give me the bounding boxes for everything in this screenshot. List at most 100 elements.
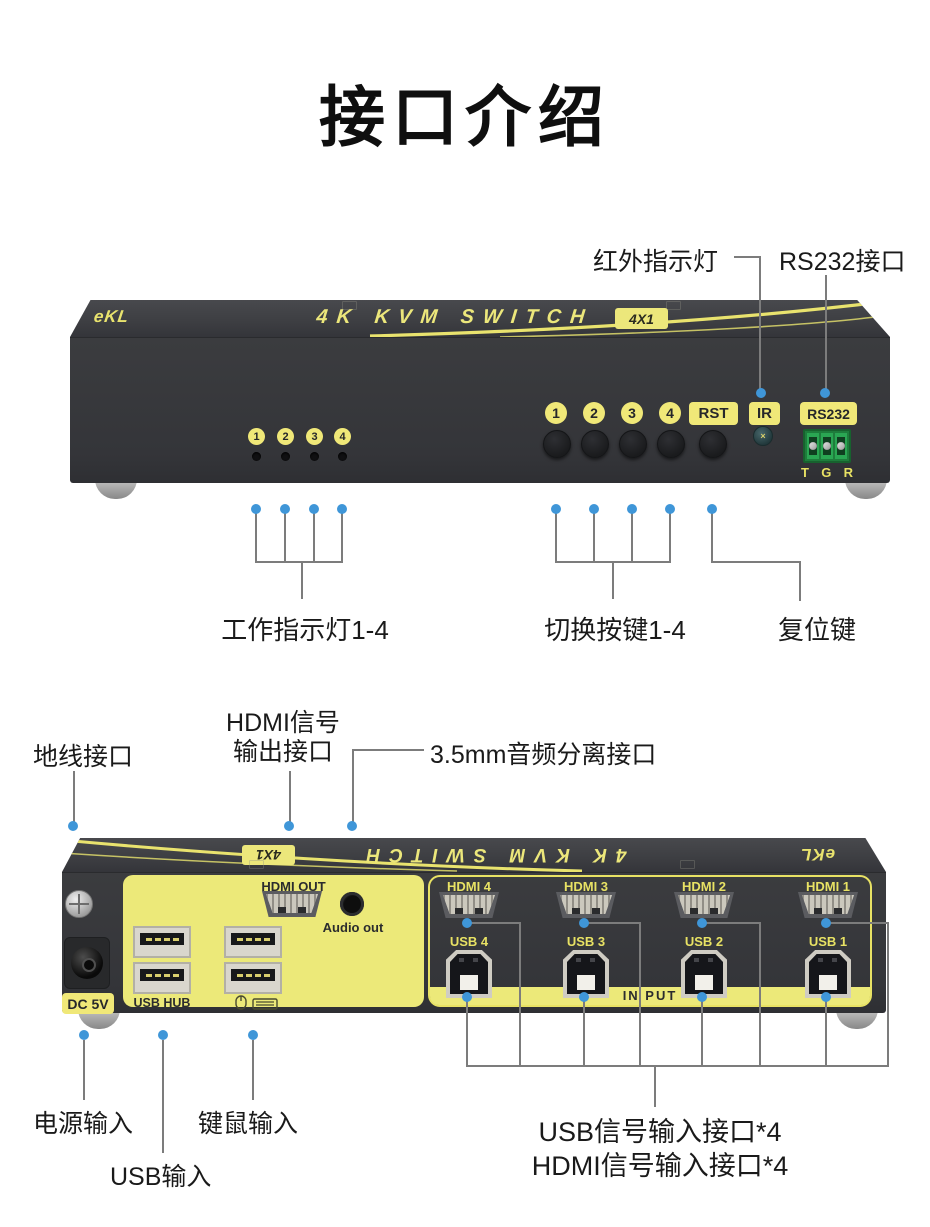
callout-dot-reset [707, 504, 717, 514]
ir-label: IR [749, 402, 780, 425]
callout-dot-kbmouse [248, 1030, 258, 1040]
callout-line [612, 561, 614, 599]
hdmi-out-label: HDMI OUT [261, 879, 326, 894]
hdmi-input-label: HDMI 2 [681, 879, 727, 894]
callout-line [701, 1001, 703, 1067]
usb-input-label: USB 3 [566, 934, 606, 949]
callout-dot-ir [756, 388, 766, 398]
channel-button[interactable] [657, 430, 685, 458]
front-top-face: eKL 4K KVM SWITCH 4X1 [70, 300, 890, 337]
usb-b-input-port[interactable] [805, 950, 851, 998]
kb-mouse-port[interactable] [224, 962, 282, 994]
callout-dot-usb-in [462, 992, 472, 1002]
led-hole [310, 452, 319, 461]
callout-dot-led [309, 504, 319, 514]
usb-hub-port[interactable] [133, 962, 191, 994]
hdmi-out-port[interactable] [262, 891, 322, 917]
callout-label-power-in: 电源输入 [33, 1110, 134, 1138]
dc-5v-label: DC 5V [62, 993, 114, 1014]
kb-mouse-port[interactable] [224, 926, 282, 958]
callout-label-hdmi-signal-in: HDMI信号输入接口*4 [531, 1151, 789, 1181]
callout-line [83, 1040, 85, 1100]
product-name: 4K KVM SWITCH [357, 844, 627, 865]
mouse-icon [235, 995, 247, 1010]
callout-dot-usb-in [579, 992, 589, 1002]
usb-b-input-port[interactable] [563, 950, 609, 998]
led-hole [338, 452, 347, 461]
callout-line [466, 1065, 889, 1067]
device-foot [845, 479, 887, 499]
audio-out-label: Audio out [322, 920, 384, 935]
callout-line [588, 922, 641, 924]
callout-dot-led [280, 504, 290, 514]
callout-line [799, 561, 801, 601]
callout-line [73, 771, 75, 822]
usb-input-label: USB 1 [808, 934, 848, 949]
callout-line [669, 512, 671, 561]
callout-line [162, 1040, 164, 1153]
hdmi-input-port[interactable] [439, 892, 499, 918]
callout-dot-led [251, 504, 261, 514]
reset-button[interactable] [699, 430, 727, 458]
callout-line [734, 256, 759, 258]
callout-dot-button [665, 504, 675, 514]
callout-dot-usb-in [821, 992, 831, 1002]
callout-line [555, 512, 557, 561]
hdmi-input-label: HDMI 3 [563, 879, 609, 894]
callout-line [252, 1040, 254, 1100]
callout-label-reset-key: 复位键 [777, 615, 856, 645]
callout-label-hdmi-out-line1: HDMI信号 [226, 709, 340, 737]
channel-button[interactable] [581, 430, 609, 458]
usb-input-label: USB 2 [684, 934, 724, 949]
callout-label-ground: 地线接口 [33, 743, 134, 771]
callout-line [255, 512, 257, 561]
callout-line [255, 561, 343, 563]
callout-line [519, 922, 521, 1067]
hdmi-input-port[interactable] [674, 892, 734, 918]
usb-hub-port[interactable] [133, 926, 191, 958]
keyboard-icon [252, 998, 278, 1010]
hdmi-input-port[interactable] [798, 892, 858, 918]
rs232-label: RS232 [800, 402, 857, 425]
terminal-pin [821, 433, 833, 459]
led-hole [252, 452, 261, 461]
callout-dot-button [551, 504, 561, 514]
callout-dot-power [79, 1030, 89, 1040]
rs232-terminal[interactable] [803, 429, 851, 463]
callout-dot-hdmi-out [284, 821, 294, 831]
dc-power-jack[interactable] [64, 937, 110, 989]
callout-dot-audio [347, 821, 357, 831]
channel-button[interactable] [619, 430, 647, 458]
callout-dot-usbhub [158, 1030, 168, 1040]
callout-line [706, 922, 761, 924]
callout-line [887, 922, 889, 1067]
callout-dot-hdmi-in [462, 918, 472, 928]
callout-dot-led [337, 504, 347, 514]
device-foot [78, 1009, 120, 1029]
product-badge: 4X1 [615, 308, 668, 329]
rst-button-label: RST [689, 402, 738, 425]
page-title: 接口介绍 [319, 80, 611, 154]
usb-hub-label: USB HUB [133, 996, 191, 1010]
usb-b-input-port[interactable] [681, 950, 727, 998]
terminal-pin [807, 433, 819, 459]
input-strip-label: IN PUT [430, 987, 870, 1005]
callout-label-usb-signal-in: USB信号输入接口*4 [538, 1117, 782, 1147]
callout-line [313, 512, 315, 561]
hdmi-input-label: HDMI 1 [805, 879, 851, 894]
callout-line [583, 1001, 585, 1067]
rear-top-face: 4X1 4K KVM SWITCH eKL [62, 838, 886, 872]
channel-button[interactable] [543, 430, 571, 458]
callout-dot-ground [68, 821, 78, 831]
usb-b-input-port[interactable] [446, 950, 492, 998]
callout-label-switch-buttons: 切换按键1-4 [544, 615, 686, 645]
channel-button-label: 2 [583, 402, 605, 424]
audio-out-jack[interactable] [340, 892, 364, 916]
channel-button-label: 3 [621, 402, 643, 424]
hdmi-input-port[interactable] [556, 892, 616, 918]
pin-g-label: G [821, 465, 832, 480]
front-panel: 1 2 3 4 1 2 3 4 RST IR × RS232 T G [70, 337, 890, 483]
callout-line [471, 922, 521, 924]
ground-screw [65, 890, 93, 918]
